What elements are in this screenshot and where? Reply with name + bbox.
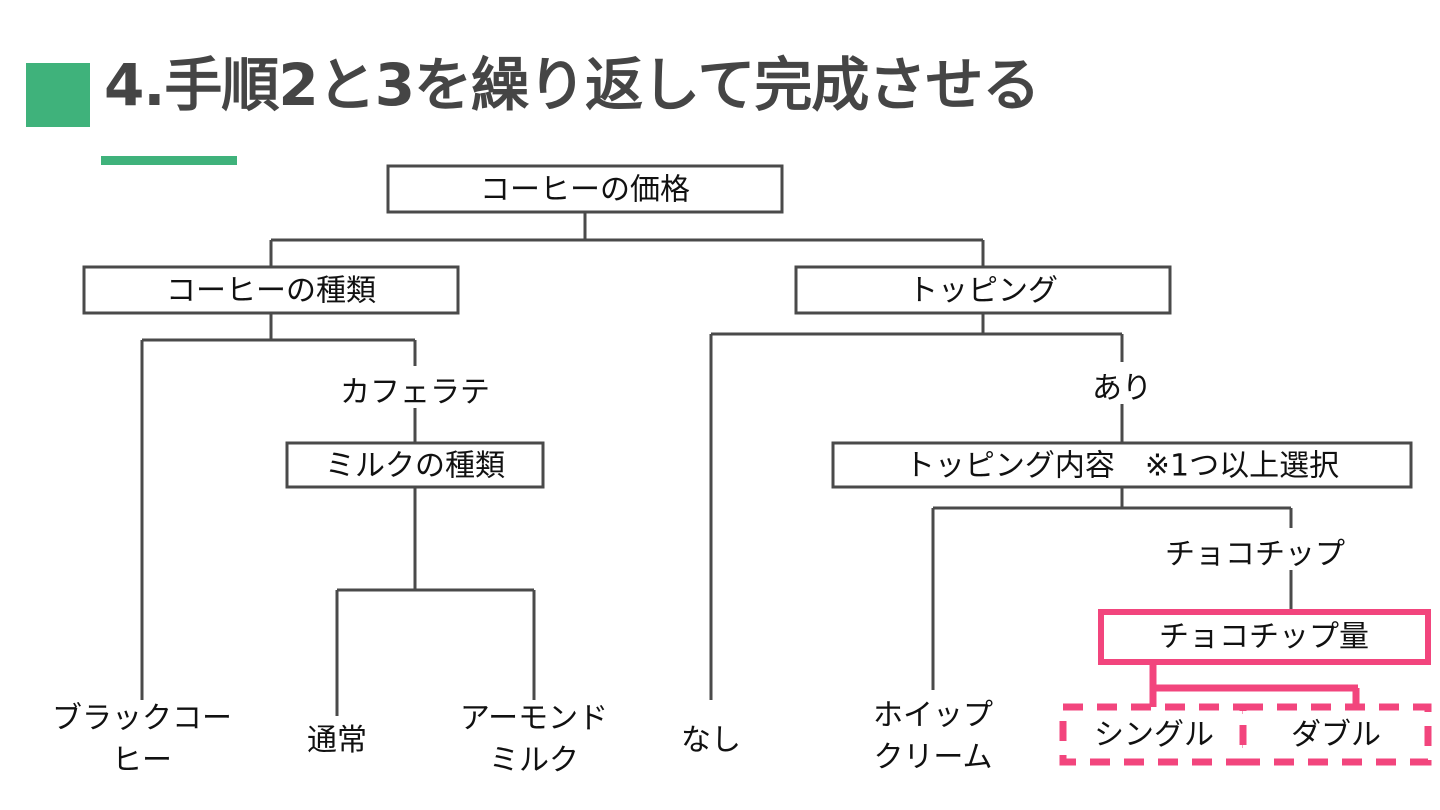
- leaf-black-coffee: ブラックコー ヒー: [52, 701, 232, 778]
- node-label: コーヒーの種類: [166, 274, 376, 309]
- node-label: ダブル: [1291, 718, 1381, 753]
- connector-toppingcontent-children: [931, 487, 1293, 690]
- leaf-label-line2: ヒー: [112, 743, 172, 778]
- node-label: ミルクの種類: [325, 449, 505, 484]
- leaf-label-line2: ミルク: [489, 743, 579, 778]
- node-double[interactable]: ダブル: [1239, 703, 1432, 766]
- edge-label-ari: あり: [1092, 371, 1152, 406]
- leaf-almond-milk: アーモンド ミルク: [460, 701, 608, 778]
- node-label: トッピング内容 ※1つ以上選択: [905, 449, 1339, 484]
- node-single[interactable]: シングル: [1059, 703, 1250, 766]
- edge-label-cafe-latte: カフェラテ: [340, 375, 490, 410]
- connector-root-to-level2: [269, 212, 985, 267]
- title-accent-square: [26, 63, 90, 127]
- node-label: コーヒーの価格: [480, 173, 690, 208]
- title-accent-underline: [101, 156, 237, 165]
- node-choco-amount[interactable]: チョコチップ量: [1098, 609, 1431, 665]
- node-topping-content[interactable]: トッピング内容 ※1つ以上選択: [831, 441, 1413, 489]
- leaf-label-line1: ホイップ: [873, 698, 993, 733]
- connector-topping-children: [709, 313, 1124, 700]
- connector-milktype-children: [335, 487, 536, 716]
- leaf-label: なし: [681, 723, 741, 758]
- leaf-label-line1: アーモンド: [460, 701, 608, 736]
- leaf-label-line1: ブラックコー: [52, 701, 232, 736]
- leaf-normal: 通常: [307, 723, 367, 758]
- node-coffee-price[interactable]: コーヒーの価格: [386, 164, 784, 214]
- node-label: チョコチップ量: [1159, 620, 1369, 655]
- node-coffee-type[interactable]: コーヒーの種類: [82, 265, 460, 315]
- leaf-whipped-cream: ホイップ クリーム: [873, 698, 993, 775]
- edge-label-choco-chip: チョコチップ: [1165, 537, 1345, 572]
- leaf-nashi: なし: [681, 723, 741, 758]
- node-label: トッピング: [908, 274, 1058, 309]
- page-title: 4.手順2と3を繰り返して完成させる: [104, 51, 1040, 119]
- connector-coffeetype-children: [140, 313, 417, 700]
- slide-title-bar: 4.手順2と3を繰り返して完成させる: [0, 0, 1440, 165]
- leaf-label: 通常: [307, 723, 367, 758]
- node-topping[interactable]: トッピング: [794, 265, 1172, 315]
- node-label: シングル: [1094, 718, 1214, 753]
- leaf-label-line2: クリーム: [873, 740, 992, 775]
- node-milk-type[interactable]: ミルクの種類: [285, 441, 545, 489]
